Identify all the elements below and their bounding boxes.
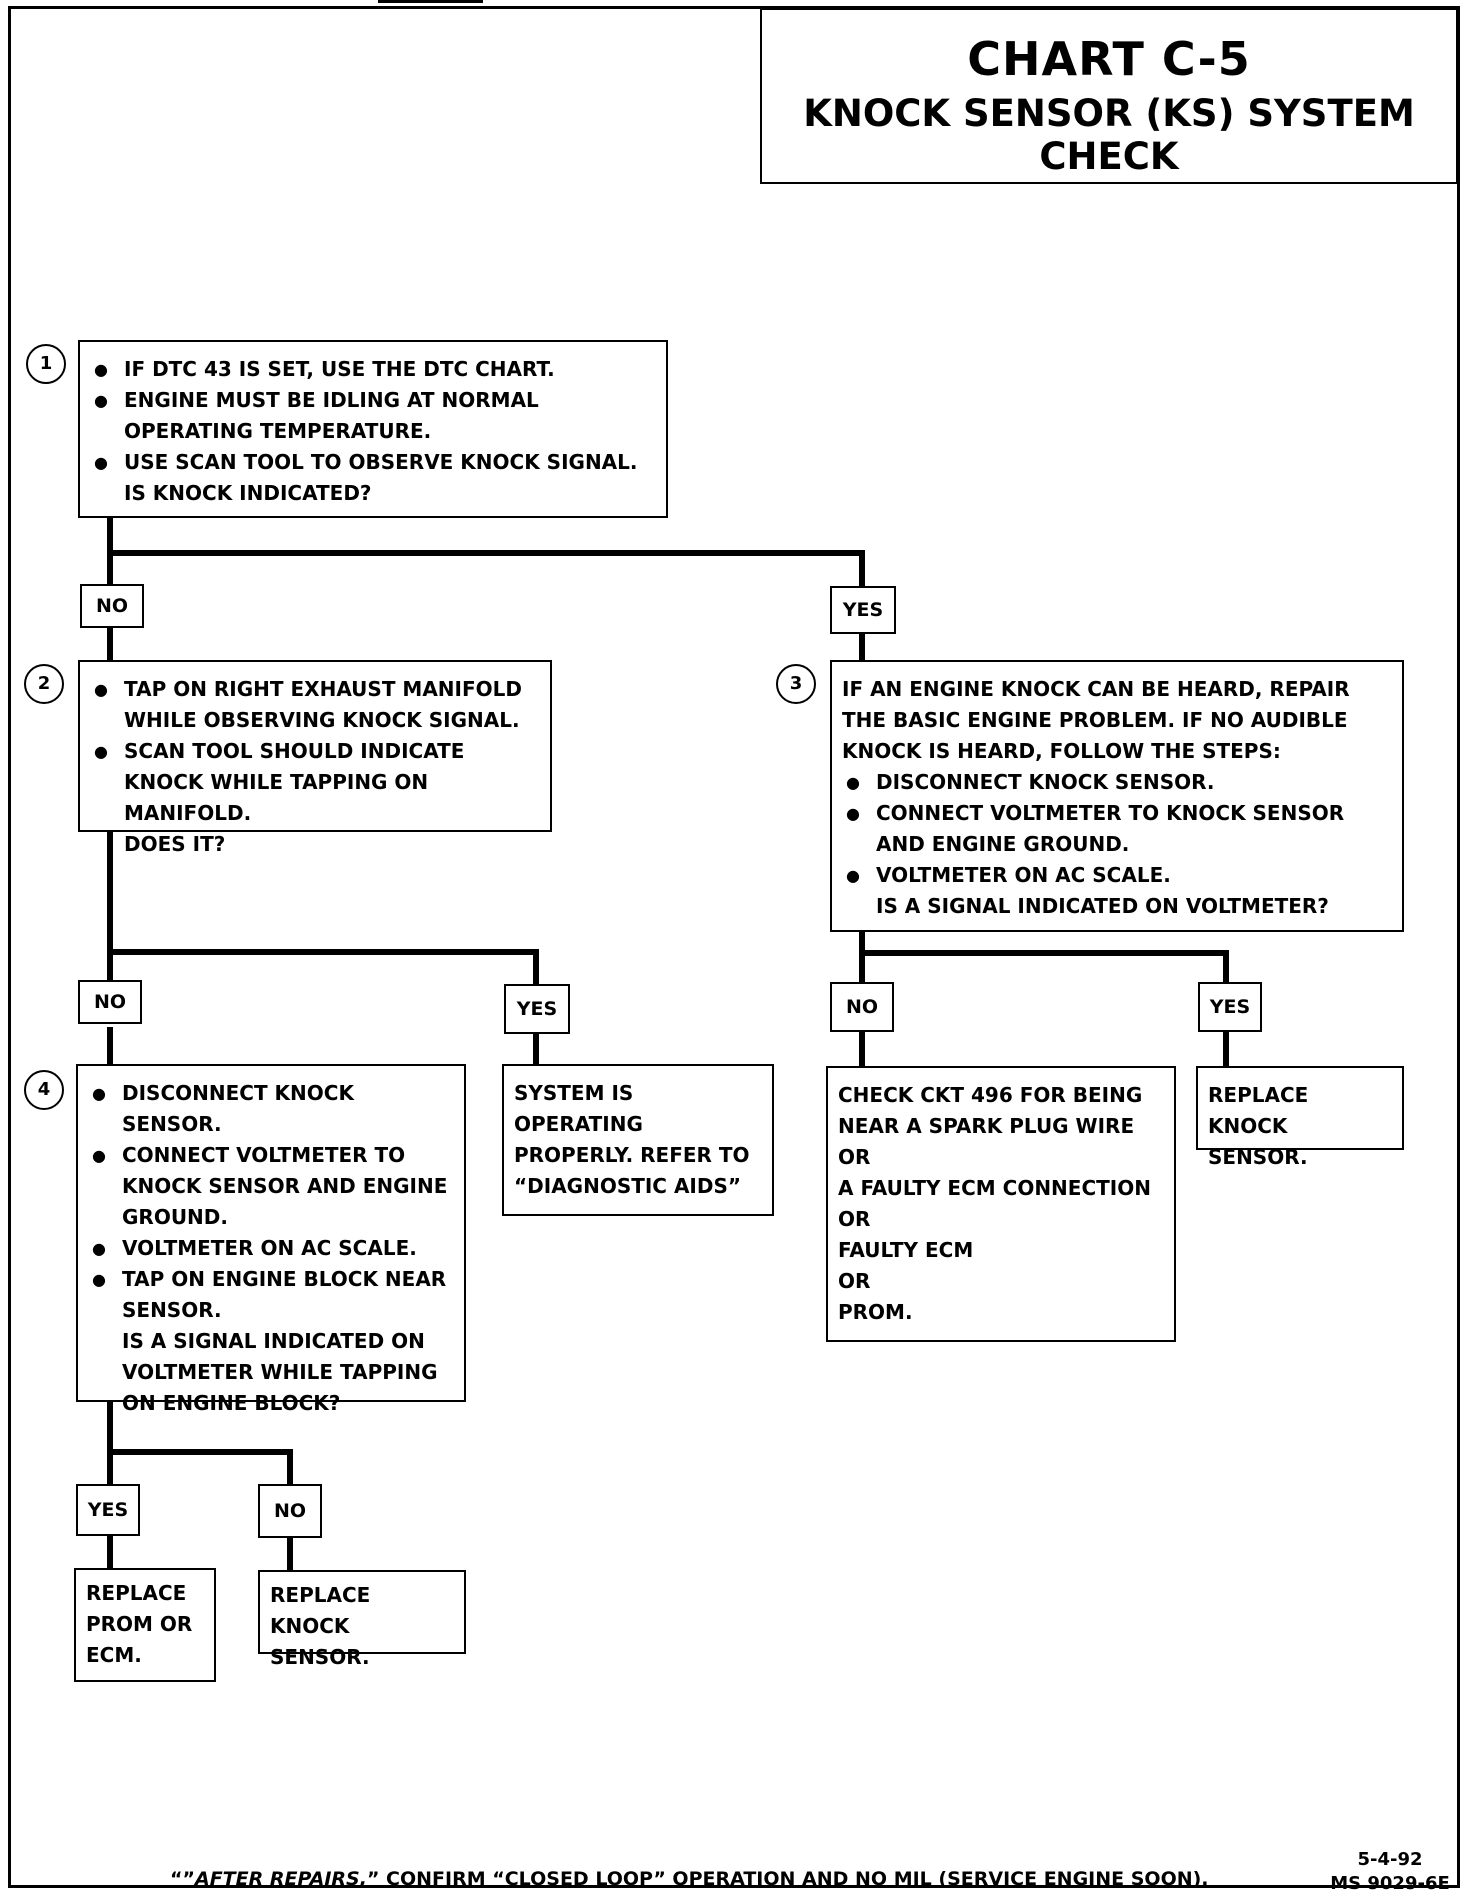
step-1-bullet: USE SCAN TOOL TO OBSERVE KNOCK SIGNAL. — [90, 447, 656, 478]
step-4-question: IS A SIGNAL INDICATED ON VOLTMETER WHILE… — [122, 1329, 438, 1415]
step-3-question: IS A SIGNAL INDICATED ON VOLTMETER? — [876, 894, 1329, 918]
step-4-marker: 4 — [24, 1070, 64, 1110]
result-replace-knock-sensor-4: REPLACE KNOCK SENSOR. — [258, 1570, 466, 1669]
s4-no-label: NO — [258, 1484, 322, 1538]
step-3-marker: 3 — [776, 664, 816, 704]
s2-yes-label: YES — [504, 984, 570, 1034]
chart-title-box: CHART C-5 KNOCK SENSOR (KS) SYSTEM CHECK — [760, 8, 1458, 184]
result-replace-knock-sensor-3: REPLACE KNOCK SENSOR. — [1196, 1066, 1404, 1169]
result-check-line: OR — [838, 1207, 871, 1231]
step-4-bullet: TAP ON ENGINE BLOCK NEAR SENSOR. — [88, 1264, 454, 1326]
result-check-line: OR — [838, 1269, 871, 1293]
connector-s1-yes — [107, 550, 865, 589]
step-2-question: DOES IT? — [124, 832, 226, 856]
result-system-ok: SYSTEM IS OPERATING PROPERLY. REFER TO “… — [502, 1064, 774, 1216]
page-frame — [8, 6, 1460, 1888]
result-replace-prom-text: REPLACE PROM OR ECM. — [86, 1581, 193, 1667]
s1-yes-label: YES — [830, 586, 896, 634]
result-check-line: A FAULTY ECM CONNECTION — [838, 1176, 1151, 1200]
step-1-question: IS KNOCK INDICATED? — [124, 481, 372, 505]
step-2-bullet: TAP ON RIGHT EXHAUST MANIFOLD WHILE OBSE… — [90, 674, 540, 736]
step-3-bullet: CONNECT VOLTMETER TO KNOCK SENSOR AND EN… — [842, 798, 1392, 860]
s4-yes-label: YES — [76, 1484, 140, 1536]
doc-date: 5-4-92 — [1357, 1849, 1423, 1870]
step-2-marker: 2 — [24, 664, 64, 704]
footer-note: “”AFTER REPAIRS,” CONFIRM “CLOSED LOOP” … — [170, 1868, 1209, 1890]
footer-quote: “” — [170, 1868, 195, 1890]
result-replace-knock-sensor-4-text: REPLACE KNOCK SENSOR. — [270, 1583, 371, 1669]
s3-no-label: NO — [830, 982, 894, 1032]
s1-no-label: NO — [80, 584, 144, 628]
result-replace-prom: REPLACE PROM OR ECM. — [74, 1568, 216, 1682]
step-3-bullet: VOLTMETER ON AC SCALE. — [842, 860, 1392, 891]
result-system-ok-text: SYSTEM IS OPERATING PROPERLY. REFER TO “… — [514, 1081, 750, 1198]
step-1-bullet: ENGINE MUST BE IDLING AT NORMAL OPERATIN… — [90, 385, 656, 447]
connector-s3-split — [859, 950, 1229, 987]
step-1-marker: 1 — [26, 344, 66, 384]
result-check-line: FAULTY ECM — [838, 1238, 974, 1262]
connector-s4-split — [107, 1449, 293, 1487]
step-3-bullet: DISCONNECT KNOCK SENSOR. — [842, 767, 1392, 798]
connector-s2-yes — [107, 949, 539, 989]
step-4-box: DISCONNECT KNOCK SENSOR. CONNECT VOLTMET… — [76, 1064, 466, 1415]
result-check-ckt-496: CHECK CKT 496 FOR BEING NEAR A SPARK PLU… — [826, 1066, 1176, 1342]
s2-no-label: NO — [78, 980, 142, 1024]
step-1-box: IF DTC 43 IS SET, USE THE DTC CHART. ENG… — [78, 340, 668, 518]
result-check-line: OR — [838, 1145, 871, 1169]
doc-reference: 5-4-92 MS 9029-6E — [1320, 1848, 1460, 1896]
result-check-line: PROM. — [838, 1300, 913, 1324]
result-replace-knock-sensor-3-text: REPLACE KNOCK SENSOR. — [1208, 1083, 1309, 1169]
step-4-bullet: CONNECT VOLTMETER TO KNOCK SENSOR AND EN… — [88, 1140, 454, 1233]
top-edge-mark — [378, 0, 483, 3]
step-2-box: TAP ON RIGHT EXHAUST MANIFOLD WHILE OBSE… — [78, 660, 552, 856]
footer-text: ” CONFIRM “CLOSED LOOP” OPERATION AND NO… — [366, 1868, 1209, 1890]
result-check-line: CHECK CKT 496 FOR BEING NEAR A SPARK PLU… — [838, 1083, 1143, 1138]
step-4-bullet: VOLTMETER ON AC SCALE. — [88, 1233, 454, 1264]
step-3-box: IF AN ENGINE KNOCK CAN BE HEARD, REPAIR … — [830, 660, 1404, 932]
chart-subtitle: KNOCK SENSOR (KS) SYSTEM CHECK — [803, 92, 1415, 178]
chart-title: CHART C-5 — [967, 32, 1251, 86]
step-1-bullet: IF DTC 43 IS SET, USE THE DTC CHART. — [90, 354, 656, 385]
step-4-bullet: DISCONNECT KNOCK SENSOR. — [88, 1078, 454, 1140]
step-2-bullet: SCAN TOOL SHOULD INDICATE KNOCK WHILE TA… — [90, 736, 540, 829]
step-3-intro: IF AN ENGINE KNOCK CAN BE HEARD, REPAIR … — [842, 677, 1350, 763]
doc-code: MS 9029-6E — [1330, 1873, 1450, 1894]
s3-yes-label: YES — [1198, 982, 1262, 1032]
footer-italic: AFTER REPAIRS, — [194, 1868, 367, 1890]
